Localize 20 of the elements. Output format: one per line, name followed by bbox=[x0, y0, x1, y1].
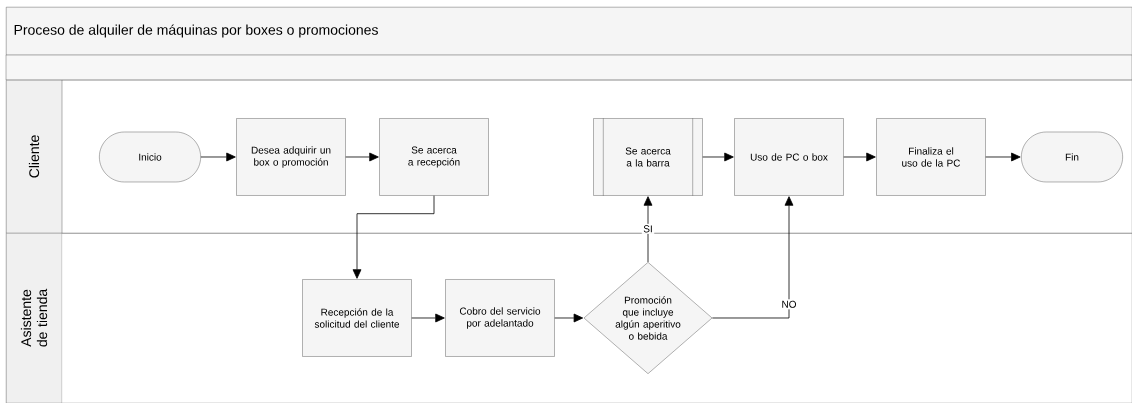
process-box: Recepción de la solicitud del cliente bbox=[302, 279, 412, 357]
edge-label: NO bbox=[780, 299, 798, 310]
process-box: Finaliza el uso de la PC bbox=[876, 118, 986, 196]
arrow bbox=[411, 313, 445, 323]
arrow bbox=[702, 152, 734, 162]
arrow bbox=[352, 195, 435, 279]
edge-label: SI bbox=[641, 223, 655, 234]
subprocess-box: Se acerca a la barra bbox=[593, 118, 703, 196]
title-bar: Proceso de alquiler de máquinas por boxes o promociones bbox=[6, 7, 1132, 56]
process-box: Uso de PC o box bbox=[734, 118, 844, 196]
arrow bbox=[643, 196, 653, 263]
arrow bbox=[711, 196, 794, 319]
arrow bbox=[345, 152, 379, 162]
process-box: Desea adquirir un box o promoción bbox=[236, 118, 346, 196]
process-box: Se acerca a recepción bbox=[379, 118, 489, 196]
process-box: Cobro del servicio por adelantado bbox=[445, 279, 555, 357]
arrow bbox=[554, 313, 584, 323]
arrow bbox=[200, 152, 236, 162]
arrow bbox=[843, 152, 876, 162]
arrow bbox=[985, 152, 1021, 162]
